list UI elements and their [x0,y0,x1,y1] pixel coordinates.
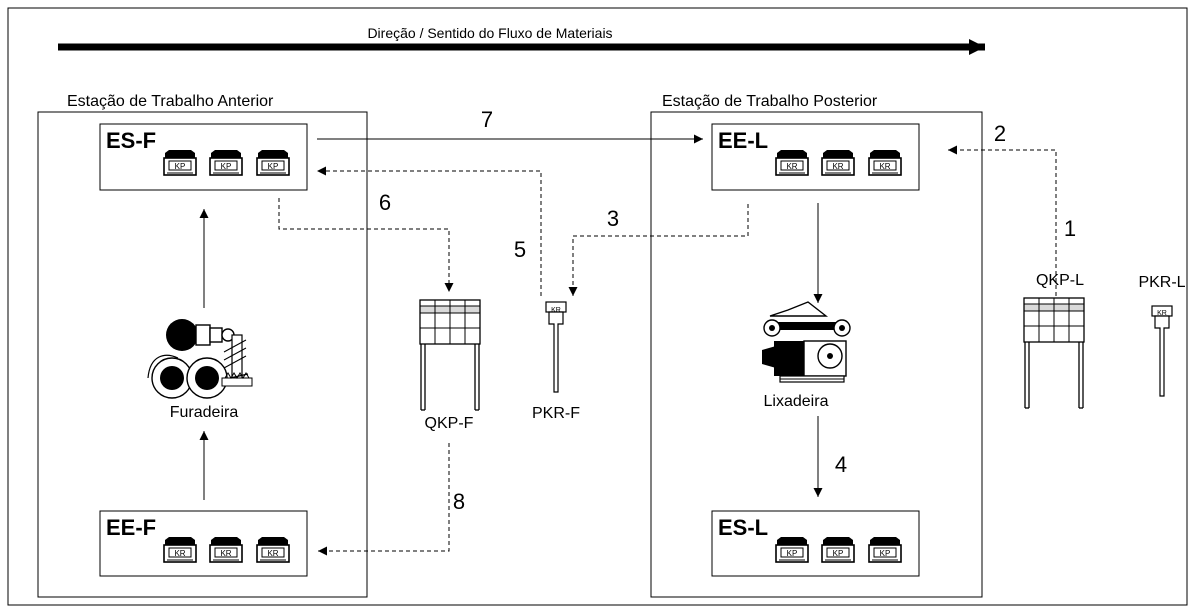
flow-direction-title: Direção / Sentido do Fluxo de Materiais [367,25,612,41]
arrow-step-8 [318,443,450,556]
arrow-step-5 [317,166,542,296]
card-label-kp: KP [833,549,844,558]
es-l-label: ES-L [718,515,768,540]
card-label-kr: KR [220,549,231,558]
kanban-board-icon [419,299,481,411]
card-label-kp: KP [175,162,186,171]
ee-f-bins: KR KR KR [163,536,290,563]
es-f-label: ES-F [106,128,156,153]
drill-machine-icon [147,319,253,399]
card-label-kp: KP [268,162,279,171]
card-label-kr: KR [551,307,561,314]
sander-machine-icon [762,301,851,383]
arrow-step-6 [278,198,454,292]
step-3: 3 [607,206,619,231]
step-4: 4 [835,452,847,477]
step-6: 6 [379,190,391,215]
ee-f-label: EE-F [106,515,156,540]
step-8: 8 [453,489,465,514]
step-7: 7 [481,107,493,132]
dashed-card-flows [278,145,1057,556]
step-1: 1 [1064,216,1076,241]
es-f-bins: KP KP KP [163,149,290,176]
kanban-post-icon [545,301,567,393]
pkr-l-label: PKR-L [1138,274,1185,291]
next-station-title: Estação de Trabalho Posterior [662,93,878,110]
card-label-kr: KR [879,162,890,171]
card-label-kr: KR [1157,310,1167,317]
kanban-board-icon [1023,297,1085,409]
card-label-kr: KR [832,162,843,171]
drill-machine-label: Furadeira [170,404,239,421]
qkp-f-label: QKP-F [425,415,474,432]
previous-station-frame [37,111,368,598]
es-l-bins: KP KP KP [775,536,902,563]
next-station-frame [650,111,983,598]
step-numbers: 1 2 3 4 5 6 7 8 [379,107,1076,514]
solid-flow-arrows [199,134,823,500]
step-2: 2 [994,121,1006,146]
step-5: 5 [514,237,526,262]
arrow-step-1-2 [948,145,1057,296]
card-label-kr: KR [267,549,278,558]
card-label-kp: KP [787,549,798,558]
pkr-f-label: PKR-F [532,405,580,422]
card-label-kp: KP [880,549,891,558]
kanban-post-icon [1151,305,1173,397]
card-label-kr: KR [786,162,797,171]
previous-station-title: Estação de Trabalho Anterior [67,93,274,110]
qkp-l-label: QKP-L [1036,272,1084,289]
card-label-kp: KP [221,162,232,171]
card-label-kr: KR [174,549,185,558]
sander-machine-label: Lixadeira [764,393,829,410]
ee-l-bins: KR KR KR [775,149,902,176]
ee-l-label: EE-L [718,128,768,153]
arrow-step-3 [568,204,749,296]
